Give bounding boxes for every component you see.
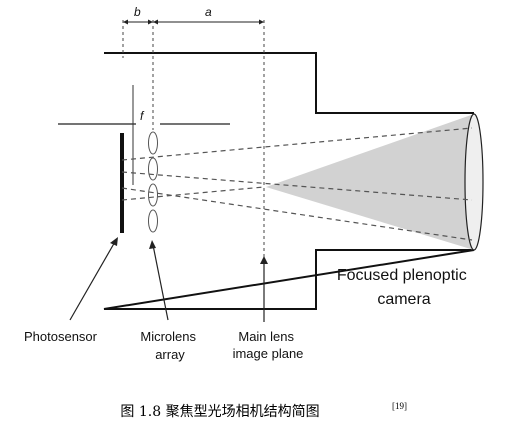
microlens-1	[148, 131, 158, 155]
dimension-a-label: a	[205, 5, 212, 19]
dimension-b-arrow-right	[148, 19, 153, 25]
dimension-b-label: b	[134, 5, 141, 19]
microlens-2	[148, 157, 158, 181]
ray-cross	[121, 186, 265, 201]
image-plane-label-line-2: image plane	[233, 346, 304, 361]
dimension-b-arrow-left	[123, 19, 128, 25]
ray-lower	[121, 187, 473, 241]
image-plane-label-line-1: Main lens	[238, 329, 294, 344]
figure-caption: 图 1.8 聚焦型光场相机结构简图	[120, 403, 319, 420]
main-lens	[464, 113, 484, 251]
diagram-title-line-1: Focused plenoptic	[337, 267, 467, 284]
main-lens-cone	[266, 114, 474, 250]
photosensor-label: Photosensor	[24, 329, 98, 344]
figure-caption-text: 图 1.8 聚焦型光场相机结构简图	[120, 403, 319, 420]
microlens-label: Microlens array	[140, 329, 199, 362]
microlens-label-line-2: array	[155, 347, 185, 362]
microlens-pointer-head	[149, 240, 156, 249]
image-plane-label: Main lens image plane	[233, 329, 304, 361]
photosensor-pointer	[69, 239, 117, 321]
dimension-a-arrow-left	[153, 19, 158, 25]
diagram-title-line-2: camera	[377, 291, 430, 308]
dimension-a-arrow-right	[259, 19, 264, 25]
figure-caption-ref: [19]	[392, 401, 407, 411]
photosensor-pointer-head	[110, 237, 118, 246]
microlens-label-line-1: Microlens	[140, 329, 196, 344]
ray-upper	[121, 127, 473, 161]
camera-body-outline	[103, 52, 475, 310]
ray-middle	[121, 171, 473, 201]
microlens-4	[148, 209, 158, 233]
microlens-array	[148, 131, 158, 233]
diagram-title: Focused plenoptic camera	[337, 267, 471, 308]
image-plane-pointer-head	[260, 256, 268, 264]
microlens-3	[148, 183, 158, 207]
light-rays	[121, 127, 473, 241]
dimension-f-label: f	[140, 109, 145, 123]
microlens-pointer	[152, 244, 169, 321]
